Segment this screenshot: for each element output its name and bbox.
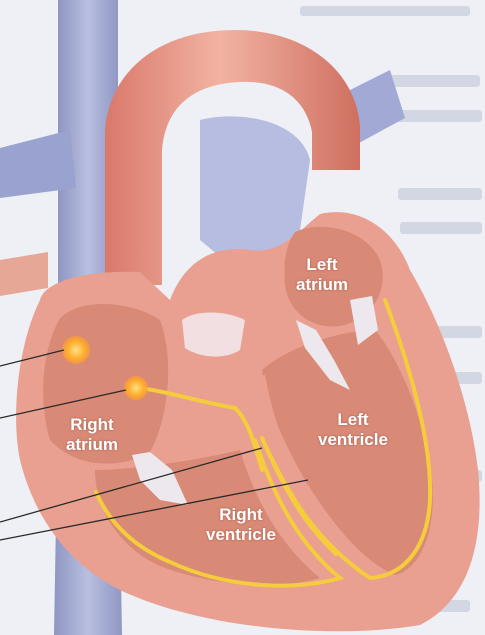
label-left-ventricle: Left ventricle bbox=[318, 410, 388, 450]
pulmonary-vessel-back bbox=[0, 252, 48, 296]
pulmonary-vessel-left bbox=[0, 130, 76, 198]
atrioventricular-node bbox=[124, 376, 148, 400]
label-right-ventricle: Right ventricle bbox=[206, 505, 276, 545]
aortic-valve bbox=[182, 313, 245, 357]
label-left-atrium: Left atrium bbox=[296, 255, 348, 295]
label-right-atrium: Right atrium bbox=[66, 415, 118, 455]
sinoatrial-node bbox=[62, 336, 90, 364]
